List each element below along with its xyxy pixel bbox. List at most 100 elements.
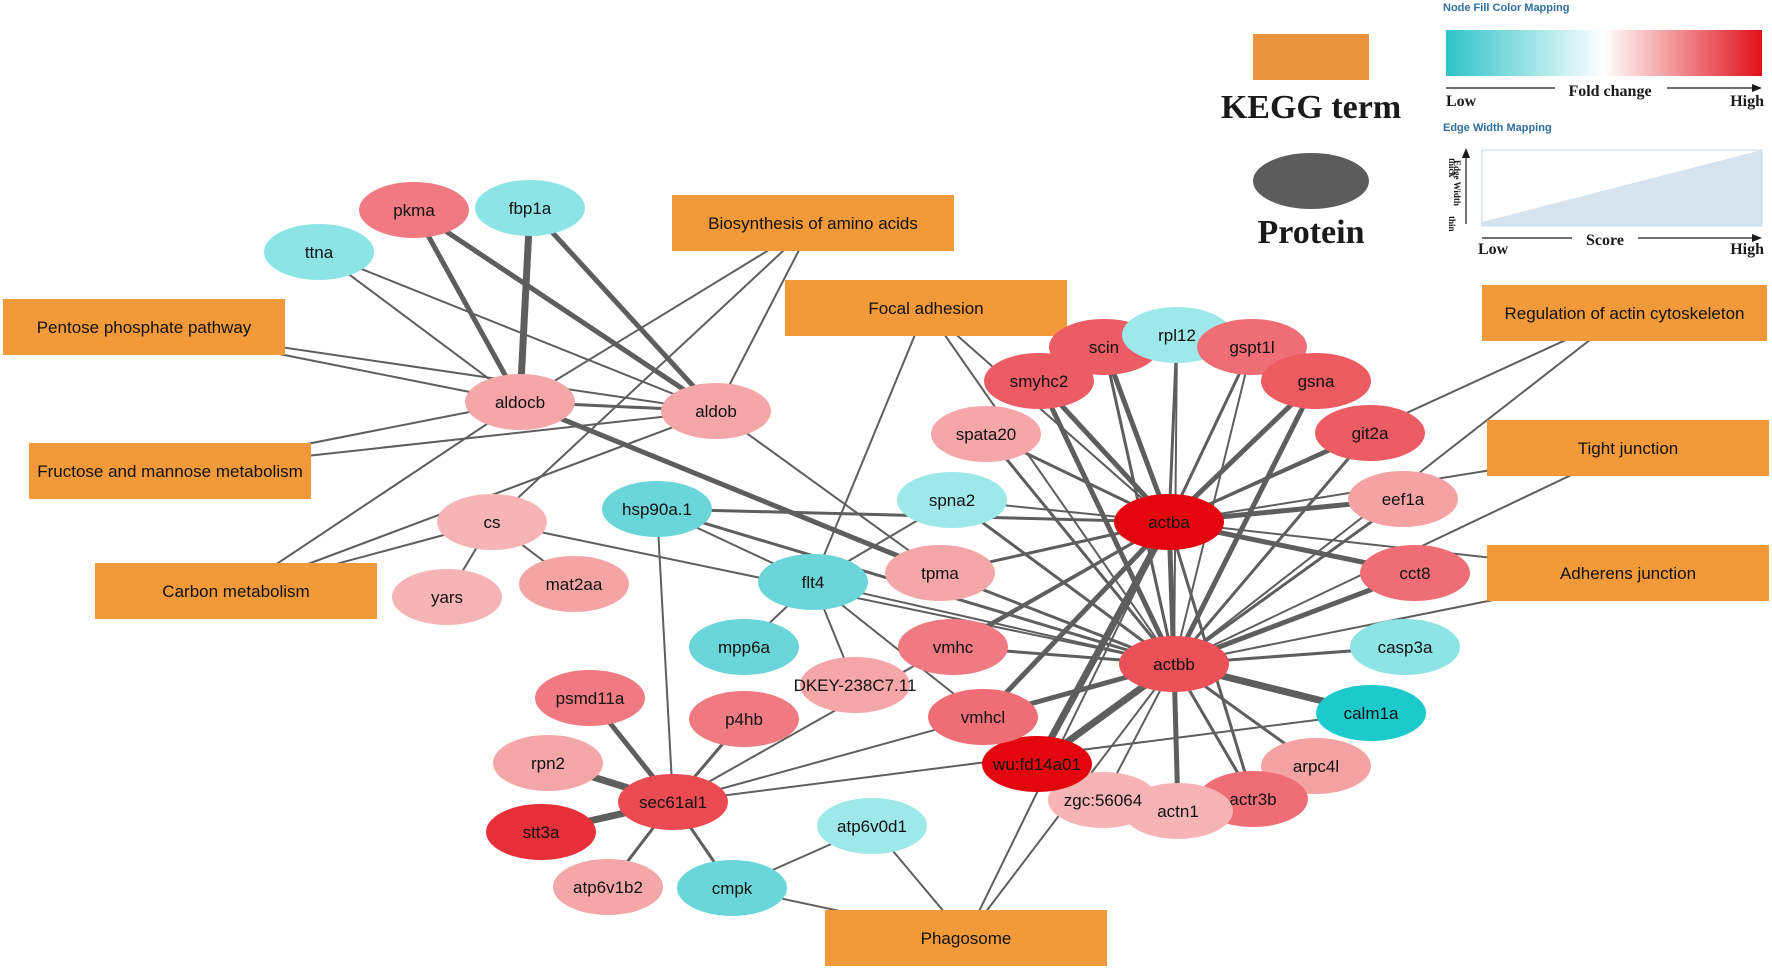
protein-node-ttna[interactable]: ttna: [264, 224, 374, 280]
protein-node-shape: [1360, 545, 1470, 601]
protein-node-spna2[interactable]: spna2: [897, 472, 1007, 528]
protein-node-shape: [1261, 353, 1371, 409]
protein-node-shape: [661, 383, 771, 439]
edge-sec61al1-actbb: [672, 663, 1175, 803]
protein-node-cct8[interactable]: cct8: [1360, 545, 1470, 601]
legend: KEGG term Protein Node Fill Color Mappin…: [1221, 2, 1764, 258]
kegg-term-box: [1482, 285, 1767, 341]
kegg-term-label: Biosynthesis of amino acids: [708, 214, 918, 233]
protein-node-label: tpma: [921, 564, 959, 583]
kegg-term-focal[interactable]: Focal adhesion: [785, 280, 1067, 336]
protein-node-label: smyhc2: [1010, 372, 1069, 391]
protein-node-shape: [475, 180, 585, 236]
protein-node-spata20[interactable]: spata20: [931, 406, 1041, 462]
protein-node-calm1a[interactable]: calm1a: [1316, 685, 1426, 741]
protein-node-label: DKEY-238C7.11: [794, 676, 917, 695]
protein-node-hsp90a1[interactable]: hsp90a.1: [602, 481, 712, 537]
kegg-term-adherens[interactable]: Adherens junction: [1487, 545, 1769, 601]
protein-node-label: pkma: [393, 201, 435, 220]
protein-node-aldocb[interactable]: aldocb: [465, 374, 575, 430]
kegg-term-phago[interactable]: Phagosome: [825, 910, 1107, 966]
protein-node-shape: [982, 736, 1092, 792]
kegg-term-box: [672, 195, 954, 251]
protein-node-label: aldocb: [495, 393, 545, 412]
protein-node-wufd14a01[interactable]: wu:fd14a01: [982, 736, 1092, 792]
protein-node-label: eef1a: [1382, 490, 1425, 509]
kegg-term-fructose[interactable]: Fructose and mannose metabolism: [29, 443, 311, 499]
protein-node-git2a[interactable]: git2a: [1315, 405, 1425, 461]
protein-node-label: stt3a: [523, 823, 560, 842]
protein-node-gsna[interactable]: gsna: [1261, 353, 1371, 409]
protein-node-actba[interactable]: actba: [1114, 494, 1224, 550]
edge-eef1a-actbb: [1172, 497, 1405, 666]
protein-node-psmd11a[interactable]: psmd11a: [535, 670, 645, 726]
edge-cs-biosynth: [491, 222, 814, 523]
kegg-term-label: Focal adhesion: [868, 299, 983, 318]
protein-node-atp6v0d1[interactable]: atp6v0d1: [817, 798, 927, 854]
legend-protein-swatch: [1253, 153, 1369, 209]
protein-node-mpp6a[interactable]: mpp6a: [689, 619, 799, 675]
protein-node-shape: [519, 556, 629, 612]
kegg-term-regact[interactable]: Regulation of actin cytoskeleton: [1482, 285, 1767, 341]
protein-node-shape: [437, 494, 547, 550]
kegg-term-tight[interactable]: Tight junction: [1487, 420, 1769, 476]
kegg-term-pentose[interactable]: Pentose phosphate pathway: [3, 299, 285, 355]
edge-rpl12-actba: [1167, 333, 1179, 524]
kegg-term-biosynth[interactable]: Biosynthesis of amino acids: [672, 195, 954, 251]
edge-aldocb-biosynth: [519, 222, 814, 403]
protein-node-label: psmd11a: [556, 689, 625, 708]
legend-edge-thin: thin: [1447, 216, 1457, 232]
edge-ttna-aldob: [318, 251, 717, 412]
protein-node-vmhc[interactable]: vmhc: [898, 619, 1008, 675]
protein-node-pkma[interactable]: pkma: [359, 182, 469, 238]
protein-node-label: wu:fd14a01: [992, 755, 1081, 774]
protein-node-label: gsna: [1298, 372, 1335, 391]
protein-node-label: zgc:56064: [1064, 791, 1142, 810]
protein-node-label: aldob: [695, 402, 737, 421]
protein-node-cmpk[interactable]: cmpk: [677, 860, 787, 916]
kegg-term-carbon[interactable]: Carbon metabolism: [95, 563, 377, 619]
protein-node-label: cct8: [1399, 564, 1430, 583]
kegg-term-box: [825, 910, 1107, 966]
protein-node-tpma[interactable]: tpma: [885, 545, 995, 601]
protein-node-fbp1a[interactable]: fbp1a: [475, 180, 585, 236]
protein-node-label: mpp6a: [718, 638, 771, 657]
protein-node-vmhcl[interactable]: vmhcl: [928, 689, 1038, 745]
edge-scin-actba: [1101, 344, 1172, 525]
protein-node-eef1a[interactable]: eef1a: [1348, 471, 1458, 527]
protein-node-atp6v1b2[interactable]: atp6v1b2: [553, 859, 663, 915]
kegg-term-box: [1487, 420, 1769, 476]
edge-aldob-tpma: [715, 410, 941, 574]
protein-node-shape: [931, 406, 1041, 462]
protein-node-shape: [486, 804, 596, 860]
protein-node-shape: [553, 859, 663, 915]
legend-edge-box: [1481, 149, 1763, 227]
protein-node-dkey[interactable]: DKEY-238C7.11: [794, 657, 917, 713]
protein-node-label: rpl12: [1158, 326, 1196, 345]
protein-node-rpn2[interactable]: rpn2: [493, 735, 603, 791]
kegg-term-box: [29, 443, 311, 499]
protein-node-mat2aa[interactable]: mat2aa: [519, 556, 629, 612]
protein-node-flt4[interactable]: flt4: [758, 554, 868, 610]
protein-node-shape: [928, 689, 1038, 745]
protein-node-shape: [677, 860, 787, 916]
protein-node-shape: [1119, 636, 1229, 692]
protein-node-sec61al1[interactable]: sec61al1: [618, 774, 728, 830]
protein-node-p4hb[interactable]: p4hb: [689, 691, 799, 747]
protein-node-actbb[interactable]: actbb: [1119, 636, 1229, 692]
legend-fold-change-low: Low: [1446, 93, 1477, 110]
protein-node-cs[interactable]: cs: [437, 494, 547, 550]
protein-node-stt3a[interactable]: stt3a: [486, 804, 596, 860]
edge-aldocb-carbon: [235, 401, 521, 592]
protein-node-yars[interactable]: yars: [392, 569, 502, 625]
protein-node-label: cs: [484, 513, 501, 532]
protein-node-label: git2a: [1352, 424, 1389, 443]
legend-kegg-label: KEGG term: [1221, 89, 1401, 126]
edge-pkma-aldob: [411, 207, 719, 414]
kegg-term-label: Fructose and mannose metabolism: [37, 462, 303, 481]
protein-node-shape: [264, 224, 374, 280]
protein-node-aldob[interactable]: aldob: [661, 383, 771, 439]
protein-node-zgc56064[interactable]: zgc:56064: [1048, 772, 1158, 828]
protein-node-casp3a[interactable]: casp3a: [1350, 619, 1460, 675]
protein-node-label: spna2: [929, 491, 975, 510]
